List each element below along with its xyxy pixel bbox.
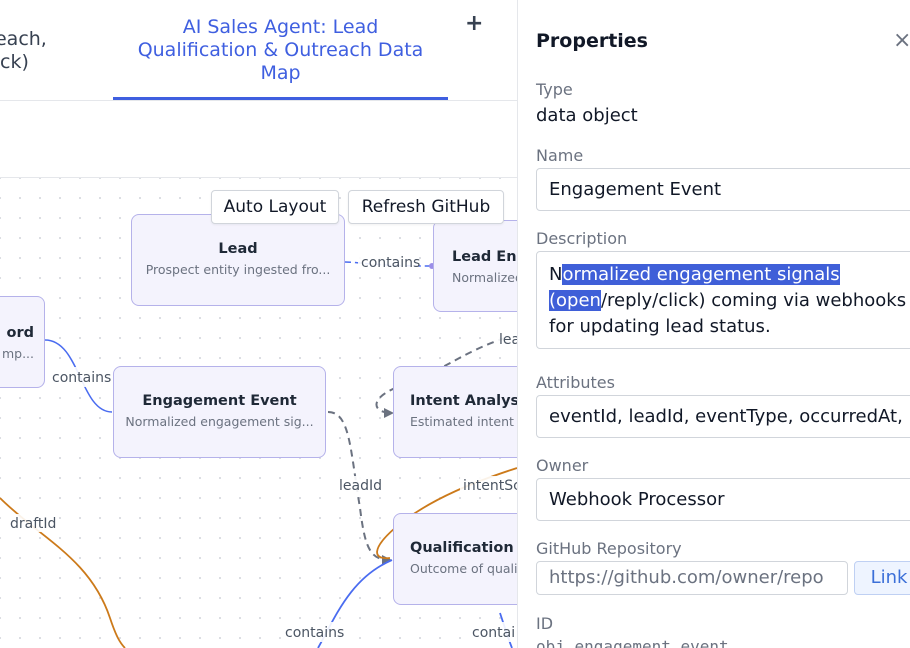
refresh-github-button[interactable]: Refresh GitHub: [348, 190, 504, 224]
description-text-start: N: [549, 264, 563, 285]
active-tab-indicator: [113, 97, 448, 100]
diagram-canvas[interactable]: contains lea contains leadId intentSc dr…: [0, 178, 517, 648]
tab-active-label-line3: Map: [260, 62, 301, 84]
tab-active-label-line1: AI Sales Agent: Lead: [182, 16, 379, 38]
node-title: Engagement Event: [142, 393, 297, 409]
node-lead[interactable]: Lead Prospect entity ingested fro...: [131, 214, 345, 306]
node-title: Lead: [218, 241, 258, 257]
tab-active-map[interactable]: AI Sales Agent: Lead Qualification & Out…: [113, 16, 448, 85]
attributes-input[interactable]: eventId, leadId, eventType, occurredAt, …: [536, 395, 910, 438]
node-record[interactable]: ord mp...: [0, 296, 45, 388]
type-label: Type: [536, 80, 573, 99]
owner-label: Owner: [536, 456, 589, 475]
node-description: Prospect entity ingested fro...: [145, 262, 331, 277]
description-label: Description: [536, 229, 628, 248]
description-selected-text-2: (open: [549, 290, 601, 311]
name-label: Name: [536, 146, 584, 165]
node-title: ord: [6, 325, 35, 341]
tab-previous-map[interactable]: Outreach, stack): [0, 28, 80, 74]
tab-previous-label-line1: Outreach,: [0, 28, 47, 50]
toolbar-area: [0, 101, 517, 178]
owner-input[interactable]: Webhook Processor: [536, 478, 910, 521]
panel-title: Properties: [536, 30, 648, 52]
link-button[interactable]: Link: [854, 561, 910, 595]
tab-bar-divider: [0, 100, 517, 101]
edge-label-draftid: draftId: [10, 516, 56, 532]
tab-previous-label-line2: stack): [0, 51, 29, 73]
edge-label-bottom-contains-right: contai: [472, 625, 515, 641]
node-lead-enrichment[interactable]: Lead Enri Normalized: [433, 220, 517, 312]
node-description: Normalized engagement sig...: [125, 414, 314, 429]
description-selected-text: ormalized engagement signals: [562, 264, 840, 285]
node-title: Intent Analys: [410, 393, 517, 409]
edge-label-record-contains: contains: [52, 370, 111, 386]
edge-label-lead-contains: contains: [361, 255, 420, 271]
github-repository-input[interactable]: https://github.com/owner/repo: [536, 561, 848, 595]
diagram-area: Outreach, stack) AI Sales Agent: Lead Qu…: [0, 11, 517, 648]
node-description: Normalized: [452, 270, 517, 285]
node-engagement-event[interactable]: Engagement Event Normalized engagement s…: [113, 366, 326, 458]
node-description: mp...: [1, 346, 34, 361]
edge-label-intent-score: intentSc: [463, 478, 517, 494]
auto-layout-button[interactable]: Auto Layout: [211, 190, 339, 224]
add-tab-icon[interactable]: +: [465, 11, 484, 36]
description-text-line2: /reply/click) coming via webhooks: [600, 290, 907, 311]
edge-label-lead-short: lea: [499, 332, 517, 348]
edge-label-bottom-contains: contains: [285, 625, 344, 641]
id-label: ID: [536, 614, 554, 633]
close-icon[interactable]: ×: [893, 28, 910, 53]
node-description: Estimated intent si: [410, 414, 517, 429]
node-title: Qualification: [410, 540, 514, 556]
attributes-label: Attributes: [536, 373, 615, 392]
node-qualification[interactable]: Qualification Outcome of qualif: [393, 513, 517, 605]
type-value: data object: [536, 105, 638, 126]
edge-label-leadid: leadId: [339, 478, 382, 494]
github-repository-label: GitHub Repository: [536, 539, 682, 558]
node-intent-analysis[interactable]: Intent Analys Estimated intent si: [393, 366, 517, 458]
edge-leadid: [327, 411, 392, 565]
id-value: obj_engagement_event: [536, 637, 729, 648]
description-text-line3: for updating lead status.: [549, 316, 771, 337]
name-input[interactable]: Engagement Event: [536, 168, 910, 211]
node-description: Outcome of qualif: [410, 561, 517, 576]
node-title: Lead Enri: [452, 249, 517, 265]
tab-active-label-line2: Qualification & Outreach Data: [137, 39, 424, 61]
description-textarea[interactable]: Normalized engagement signals (open/repl…: [536, 251, 910, 349]
properties-panel: Properties × Type data object Name Engag…: [517, 0, 910, 648]
